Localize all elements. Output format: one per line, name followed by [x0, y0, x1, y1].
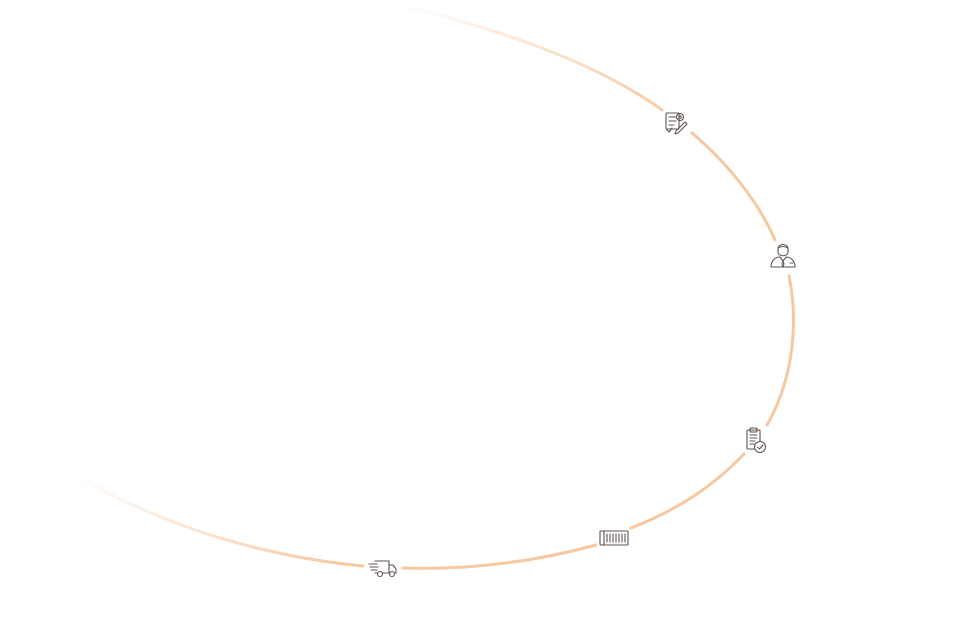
consultant-person-icon [770, 243, 796, 268]
orbit-arc-segment-3 [629, 452, 746, 530]
design-blueprint-icon [665, 112, 688, 135]
delivery-truck-icon [368, 560, 397, 578]
shipping-container-icon [599, 530, 629, 546]
orbit-arc-segment-2 [765, 274, 795, 427]
orbit-arc-segment-1 [690, 131, 777, 242]
orbit-arc-bottom [68, 470, 365, 568]
approved-clipboard-icon [746, 427, 767, 454]
orbit-arc-top [398, 4, 664, 112]
orbit-arc-segment-4 [401, 543, 598, 570]
